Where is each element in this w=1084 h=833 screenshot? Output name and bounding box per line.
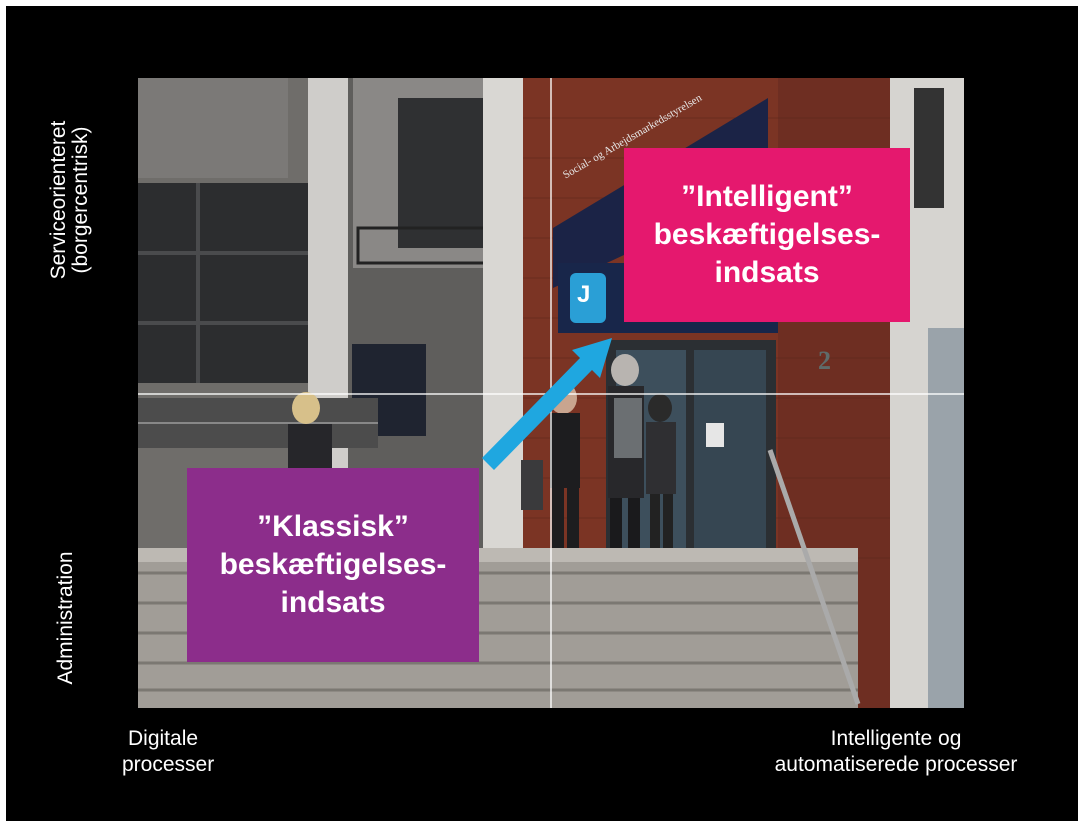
x-axis-left-line2: processer — [122, 753, 215, 776]
intelligent-box: ”Intelligent” beskæftigelses- indsats — [624, 148, 910, 322]
y-axis-top-line1: Serviceorienteret — [47, 120, 70, 280]
x-axis-left-line1: Digitale — [128, 727, 199, 750]
intelligent-box-line2: beskæftigelses- — [653, 218, 881, 251]
y-axis-top-label: Serviceorienteret (borgercentrisk) — [47, 80, 92, 320]
building-number: 2 — [818, 346, 831, 375]
jobcenter-logo: J — [577, 281, 591, 308]
x-axis-right-line1: Intelligente og — [830, 727, 962, 750]
intelligent-box-line3: indsats — [714, 256, 820, 289]
y-axis-bottom-label: Administration — [54, 551, 77, 685]
klassisk-box: ”Klassisk” beskæftigelses- indsats — [187, 468, 479, 662]
klassisk-box-line1: ”Klassisk” — [257, 510, 409, 543]
x-axis-right-line2: automatiserede processer — [774, 753, 1018, 776]
intelligent-box-line1: ”Intelligent” — [681, 180, 853, 213]
x-axis-left-label: Digitale processer — [122, 726, 322, 778]
klassisk-box-line3: indsats — [280, 586, 386, 619]
x-axis-right-label: Intelligente og automatiserede processer — [746, 726, 1046, 778]
y-axis-top-line2: (borgercentrisk) — [69, 126, 92, 274]
klassisk-box-line2: beskæftigelses- — [219, 548, 447, 581]
